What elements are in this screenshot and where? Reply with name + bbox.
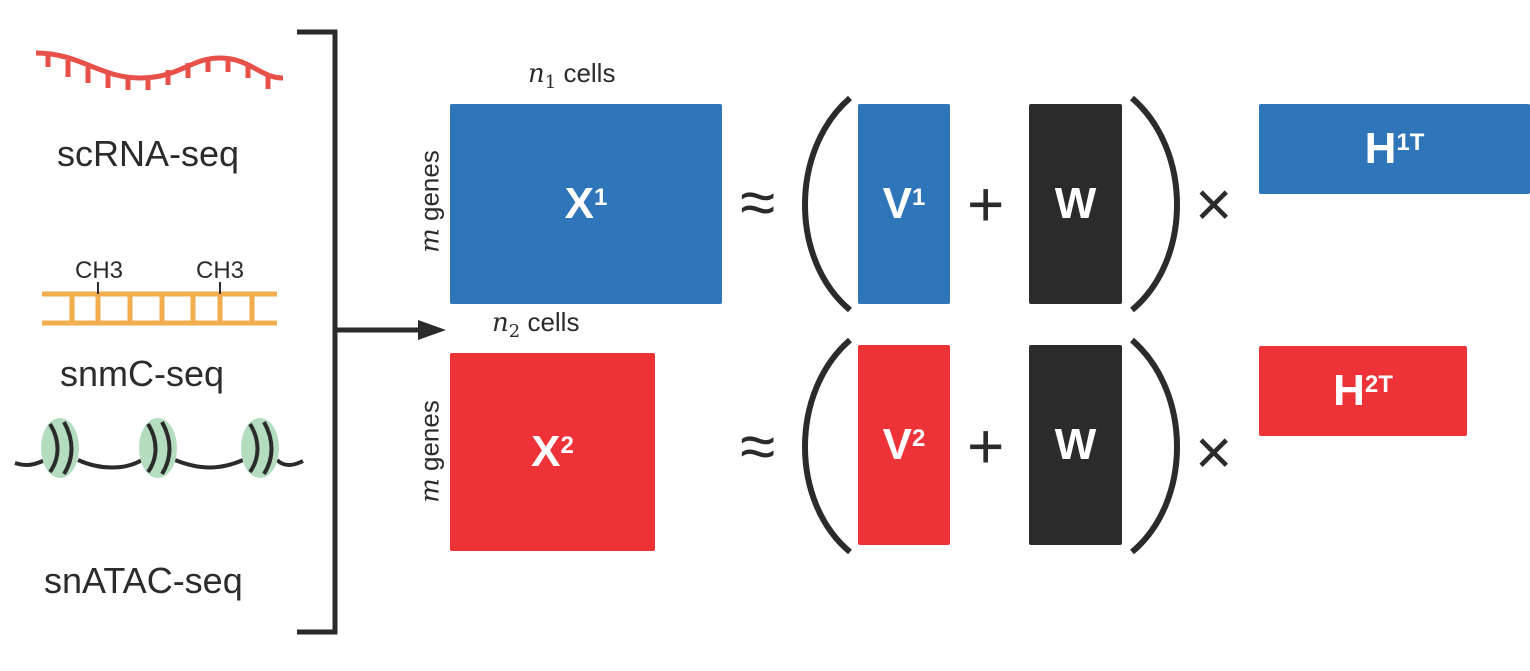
approx-symbol: ≈	[740, 166, 776, 238]
ch3-label: CH3	[75, 257, 123, 284]
plus-symbol: +	[967, 410, 1005, 482]
cells-sub: 1	[544, 72, 557, 94]
times-symbol: ×	[1195, 416, 1233, 488]
matrix-superscript: 1	[912, 184, 926, 211]
plus-symbol: +	[967, 168, 1005, 240]
modality-label-scrna: scRNA-seq	[57, 133, 240, 174]
times-symbol: ×	[1195, 168, 1233, 240]
cells-label-1: n1 cells	[528, 58, 615, 93]
combine-bracket	[297, 29, 420, 635]
matrix-symbol: W	[1054, 420, 1097, 469]
modality-label-snmc: snmC-seq	[60, 353, 225, 394]
matrix-symbol: X	[531, 427, 561, 476]
matrix-superscript: 1T	[1396, 129, 1425, 156]
matrix-w-shared: W	[1029, 345, 1122, 545]
matrix-symbol: H	[1333, 366, 1365, 415]
approx-symbol: ≈	[740, 410, 776, 482]
rna-strand-icon	[35, 50, 284, 90]
matrix-superscript: 2	[560, 432, 574, 459]
matrix-superscript: 2T	[1364, 371, 1393, 398]
matrix-w-shared: W	[1029, 104, 1122, 304]
cells-text: cells	[527, 307, 580, 337]
matrix-symbol: W	[1054, 179, 1097, 228]
genes-text: genes	[414, 400, 445, 471]
cells-label-2: n2 cells	[492, 307, 579, 342]
genes-var: m	[415, 478, 446, 503]
genes-text: genes	[414, 150, 445, 221]
cells-sub: 2	[508, 321, 521, 343]
matrix-superscript: 1	[594, 184, 608, 211]
ch3-label: CH3	[196, 257, 244, 284]
cells-var: n	[492, 308, 509, 338]
cells-text: cells	[563, 58, 616, 88]
genes-label-2: m genes	[415, 397, 446, 507]
methylated-dna-icon: CH3 CH3	[42, 257, 277, 326]
cells-var: n	[528, 59, 545, 89]
genes-var: m	[415, 228, 446, 253]
genes-label-1: m genes	[415, 147, 446, 257]
matrix-symbol: V	[882, 179, 912, 228]
modality-label-snatac: snATAC-seq	[44, 560, 243, 601]
matrix-symbol: H	[1364, 124, 1397, 173]
nucleosome-chromatin-icon	[14, 418, 304, 478]
matrix-superscript: 2	[912, 425, 926, 452]
arrow-head-icon	[418, 320, 446, 340]
matrix-symbol: X	[564, 179, 594, 228]
parentheses	[802, 95, 1180, 555]
matrix-symbol: V	[882, 420, 912, 469]
